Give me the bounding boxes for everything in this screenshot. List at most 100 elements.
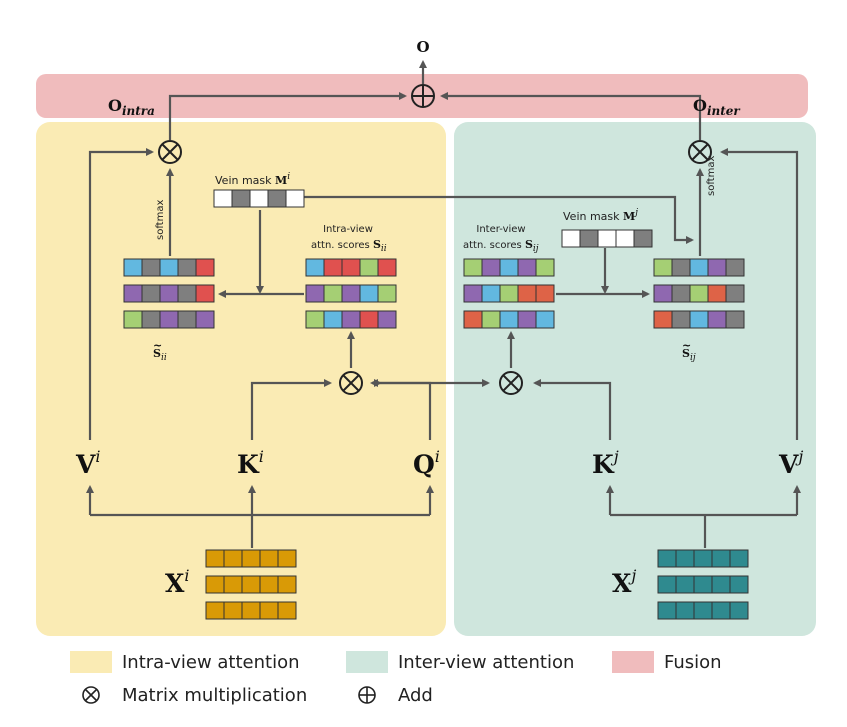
intra-scores-cell	[377, 310, 397, 329]
x-j-feature-cell	[693, 575, 713, 594]
s-tilde-ij-cell	[725, 284, 745, 303]
matmul-operator-inter-output	[688, 140, 712, 164]
s-tilde-ii-cell	[177, 258, 197, 277]
x-j-feature-cell	[675, 601, 695, 620]
k-j-label: Kj	[592, 447, 619, 479]
inter-view-region	[454, 122, 816, 636]
x-i-label: Xi	[165, 566, 190, 598]
x-i-feature-cell	[223, 601, 243, 620]
legend-swatch-inter	[346, 651, 388, 673]
s-tilde-ij-cell	[653, 310, 673, 329]
q-i-label: Qi	[413, 447, 440, 479]
matmul-operator-intra-output	[158, 140, 182, 164]
x-i-feature-cell	[241, 575, 261, 594]
x-i-feature-cell	[205, 601, 225, 620]
mask-i-cell	[285, 189, 305, 208]
v-i-label: Vi	[75, 447, 101, 479]
x-i-feature-cell	[241, 601, 261, 620]
s-tilde-ij-cell	[725, 258, 745, 277]
inter-scores-cell	[481, 310, 501, 329]
x-j-feature-cell	[693, 549, 713, 568]
intra-scores-cell	[341, 284, 361, 303]
s-tilde-ij-cell	[689, 258, 709, 277]
output-label: O	[416, 38, 429, 56]
inter-scores-cell	[535, 310, 555, 329]
x-i-feature-cell	[277, 549, 297, 568]
x-i-feature-cell	[205, 575, 225, 594]
o-intra-label: Ointra	[108, 96, 155, 118]
s-tilde-ii-cell	[195, 310, 215, 329]
intra-view-region	[36, 122, 446, 636]
s-tilde-ij-cell	[707, 258, 727, 277]
s-tilde-ii-cell	[177, 284, 197, 303]
legend-matmul-icon	[82, 686, 100, 704]
s-tilde-ij-cell	[653, 258, 673, 277]
s-tilde-ij-cell	[689, 284, 709, 303]
s-tilde-ii-label: ~ Sii	[153, 339, 167, 363]
s-tilde-ij-cell	[707, 284, 727, 303]
intra-scores-cell	[377, 284, 397, 303]
softmax-left-label: softmax	[155, 200, 166, 240]
mask-j-cell	[579, 229, 599, 248]
x-j-feature-cell	[675, 575, 695, 594]
matmul-operator-inter-qk	[499, 371, 523, 395]
x-j-feature-cell	[657, 575, 677, 594]
x-i-feature-cell	[223, 549, 243, 568]
x-j-feature-cell	[657, 549, 677, 568]
intra-scores-cell	[341, 310, 361, 329]
inter-scores-cell	[499, 258, 519, 277]
mask-j-cell	[597, 229, 617, 248]
intra-scores-cell	[305, 284, 325, 303]
s-tilde-ii-cell	[123, 284, 143, 303]
svg-text:Sii: Sii	[153, 347, 167, 363]
vein-mask-i-label: Vein mask Mi	[215, 172, 290, 187]
x-j-feature-cell	[729, 575, 749, 594]
k-i-label: Ki	[237, 447, 264, 479]
vein-mask-j-label: Vein mask Mj	[563, 208, 638, 223]
inter-scores-label-line1: Inter-view	[476, 224, 525, 235]
s-tilde-ii-cell	[159, 258, 179, 277]
s-tilde-ij-cell	[707, 310, 727, 329]
inter-scores-cell	[517, 284, 537, 303]
connectors	[86, 60, 801, 548]
x-i-feature-cell	[259, 601, 279, 620]
inter-scores-cell	[499, 310, 519, 329]
s-tilde-ii-cell	[159, 310, 179, 329]
s-tilde-ii-cell	[123, 310, 143, 329]
legend-label-inter: Inter-view attention	[398, 652, 574, 673]
mask-i-cell	[213, 189, 233, 208]
x-j-feature-cell	[729, 549, 749, 568]
x-j-feature-cell	[657, 601, 677, 620]
legend-add-icon	[358, 686, 376, 704]
intra-scores-label-line1: Intra-view	[323, 224, 373, 235]
intra-scores-cell	[305, 258, 325, 277]
add-operator-fusion	[411, 84, 435, 108]
s-tilde-ii-cell	[141, 284, 161, 303]
intra-scores-cell	[359, 258, 379, 277]
x-j-feature-cell	[711, 575, 731, 594]
legend-label-intra: Intra-view attention	[122, 652, 300, 673]
inter-scores-cell	[517, 258, 537, 277]
legend-label-fusion: Fusion	[664, 652, 722, 673]
intra-scores-cell	[359, 310, 379, 329]
s-tilde-ii-cell	[141, 310, 161, 329]
inter-scores-cell	[499, 284, 519, 303]
mask-j-cell	[615, 229, 635, 248]
svg-text:~: ~	[153, 339, 162, 352]
x-j-label: Xj	[612, 566, 636, 598]
x-i-feature-cell	[223, 575, 243, 594]
s-tilde-ii-cell	[123, 258, 143, 277]
x-i-feature-cell	[241, 549, 261, 568]
intra-scores-cell	[341, 258, 361, 277]
o-inter-label: Ointer	[693, 96, 741, 118]
inter-scores-cell	[463, 310, 483, 329]
legend: Intra-view attention Inter-view attentio…	[70, 651, 722, 706]
mask-j-cell	[561, 229, 581, 248]
legend-swatch-fusion	[612, 651, 654, 673]
s-tilde-ij-cell	[671, 258, 691, 277]
inter-scores-cell	[481, 258, 501, 277]
intra-scores-cell	[359, 284, 379, 303]
matmul-operator-intra-qk	[339, 371, 363, 395]
s-tilde-ij-cell	[725, 310, 745, 329]
x-i-feature-cell	[259, 575, 279, 594]
